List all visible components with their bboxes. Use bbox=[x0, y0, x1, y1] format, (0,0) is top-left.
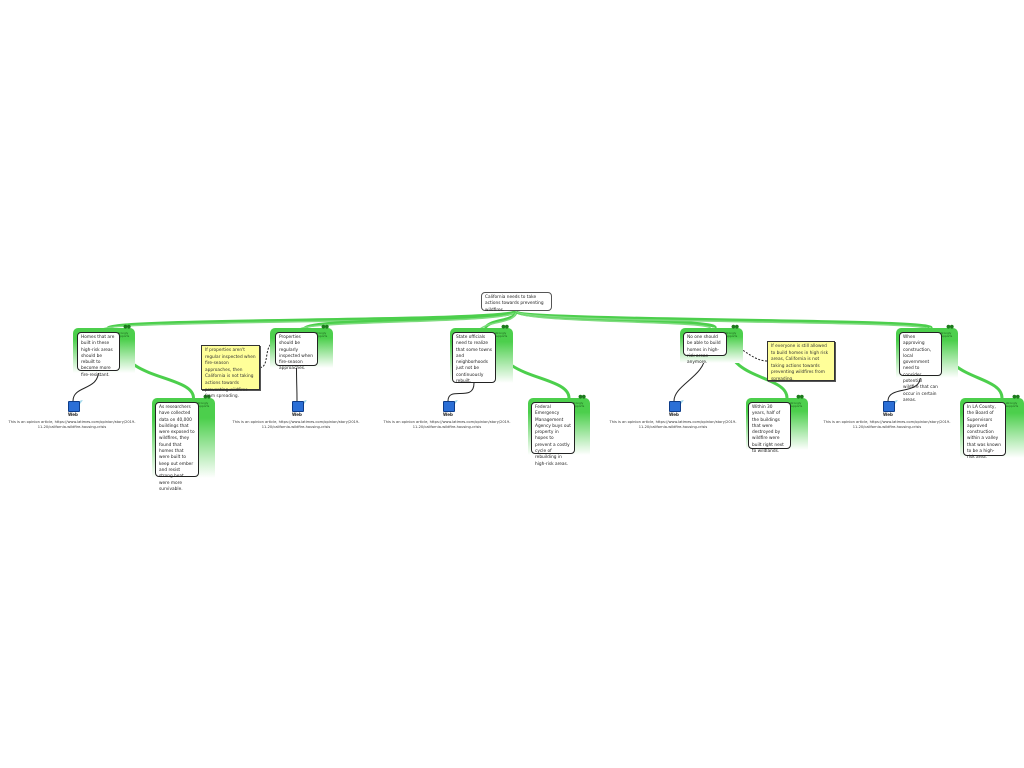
support-link bbox=[515, 310, 927, 330]
evidence-box[interactable]: As researchers have collected data on 40… bbox=[155, 402, 199, 492]
claim-box[interactable]: No one should be able to build homes in … bbox=[683, 332, 727, 365]
support-icon: ●● bbox=[731, 324, 739, 330]
web-source-icon[interactable] bbox=[883, 401, 895, 412]
web-source-label: Web bbox=[292, 412, 302, 417]
source-caption: This is an opinion article, https://www.… bbox=[823, 420, 951, 429]
web-source-label: Web bbox=[883, 412, 893, 417]
source-caption: This is an opinion article, https://www.… bbox=[609, 420, 737, 429]
web-source-icon[interactable] bbox=[292, 401, 304, 412]
source-caption: This is an opinion article, https://www.… bbox=[232, 420, 360, 429]
web-source-icon[interactable] bbox=[68, 401, 80, 412]
source-link bbox=[296, 365, 298, 402]
support-label: strongly supports bbox=[197, 401, 210, 409]
support-label: strongly supports bbox=[1006, 401, 1019, 409]
claim-box[interactable]: When approving construction, local gover… bbox=[899, 332, 942, 403]
evidence-box[interactable]: Within 30 years, half of the buildings t… bbox=[748, 402, 791, 454]
support-link bbox=[515, 310, 711, 330]
support-link bbox=[479, 310, 517, 330]
support-icon: ●● bbox=[796, 394, 804, 400]
claim-box[interactable]: Homes that are built in these high-risk … bbox=[77, 332, 120, 378]
web-source-icon[interactable] bbox=[443, 401, 455, 412]
source-link bbox=[447, 382, 475, 402]
root-claim[interactable]: California needs to take actions towards… bbox=[481, 292, 552, 313]
note-box[interactable]: If properties aren't regular inspected w… bbox=[201, 345, 260, 399]
source-link bbox=[72, 370, 99, 402]
claim-box[interactable]: State officials need to realize that som… bbox=[452, 332, 496, 384]
source-link bbox=[887, 375, 921, 402]
claim-box[interactable]: Properties should be regularly inspected… bbox=[275, 332, 318, 371]
evidence-box[interactable]: Federal Emergency Management Agency buys… bbox=[531, 402, 575, 467]
note-box[interactable]: If everyone is still allowed to build ho… bbox=[767, 341, 835, 382]
support-label: strongly supports bbox=[725, 331, 738, 339]
support-label: strongly supports bbox=[495, 331, 508, 339]
support-icon: ●● bbox=[203, 394, 211, 400]
source-caption: This is an opinion article, https://www.… bbox=[8, 420, 136, 429]
support-icon: ●● bbox=[123, 324, 131, 330]
web-source-icon[interactable] bbox=[669, 401, 681, 412]
web-source-label: Web bbox=[68, 412, 78, 417]
support-label: strongly supports bbox=[117, 331, 130, 339]
support-label: strongly supports bbox=[572, 401, 585, 409]
support-icon: ●● bbox=[578, 394, 586, 400]
support-icon: ●● bbox=[1012, 394, 1020, 400]
note-link bbox=[726, 341, 768, 362]
support-label: strongly supports bbox=[940, 331, 953, 339]
support-icon: ●● bbox=[946, 324, 954, 330]
source-caption: This is an opinion article, https://www.… bbox=[383, 420, 511, 429]
support-link bbox=[514, 309, 933, 330]
support-link bbox=[299, 310, 517, 330]
support-icon: ●● bbox=[501, 324, 509, 330]
web-source-label: Web bbox=[669, 412, 679, 417]
support-label: strongly supports bbox=[315, 331, 328, 339]
support-icon: ●● bbox=[321, 324, 329, 330]
support-label: strongly supports bbox=[790, 401, 803, 409]
evidence-box[interactable]: In LA County, the Board of Supervisors a… bbox=[963, 402, 1006, 460]
web-source-label: Web bbox=[443, 412, 453, 417]
